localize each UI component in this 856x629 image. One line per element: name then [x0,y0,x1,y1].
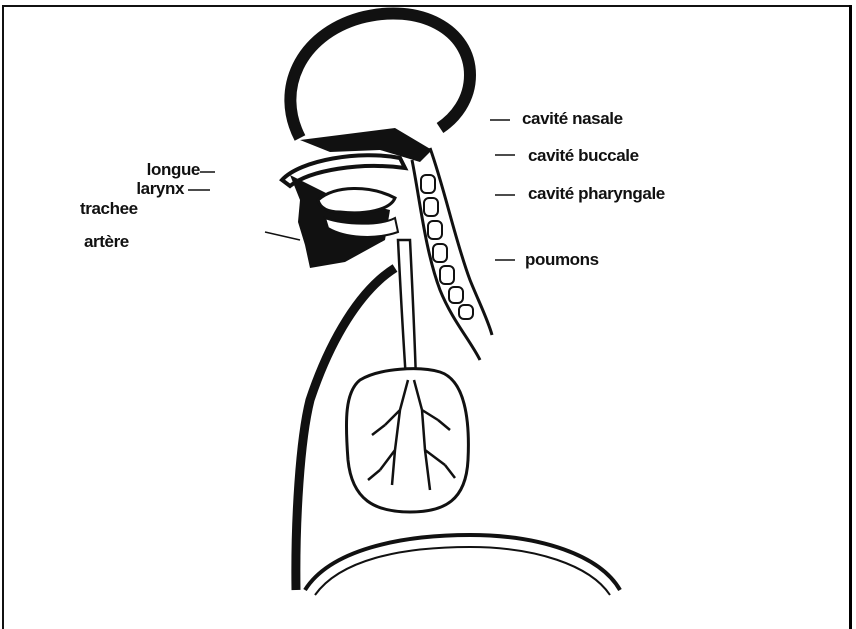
label-cavite-pharyngale: cavité pharyngale [528,185,665,203]
label-larynx: larynx [118,180,184,198]
tongue [318,188,395,212]
diaphragm [305,535,620,590]
label-cavite-buccale: cavité buccale [528,147,639,165]
label-longue: longue [120,161,200,179]
skull-outline [290,13,470,138]
label-cavite-nasale: cavité nasale [522,110,623,128]
diaphragm-inner [315,547,610,595]
trachea [398,240,416,380]
label-poumons: poumons [525,251,599,269]
label-trachee: trachee [80,200,138,218]
label-artere: artère [84,233,129,251]
lungs [346,369,468,512]
